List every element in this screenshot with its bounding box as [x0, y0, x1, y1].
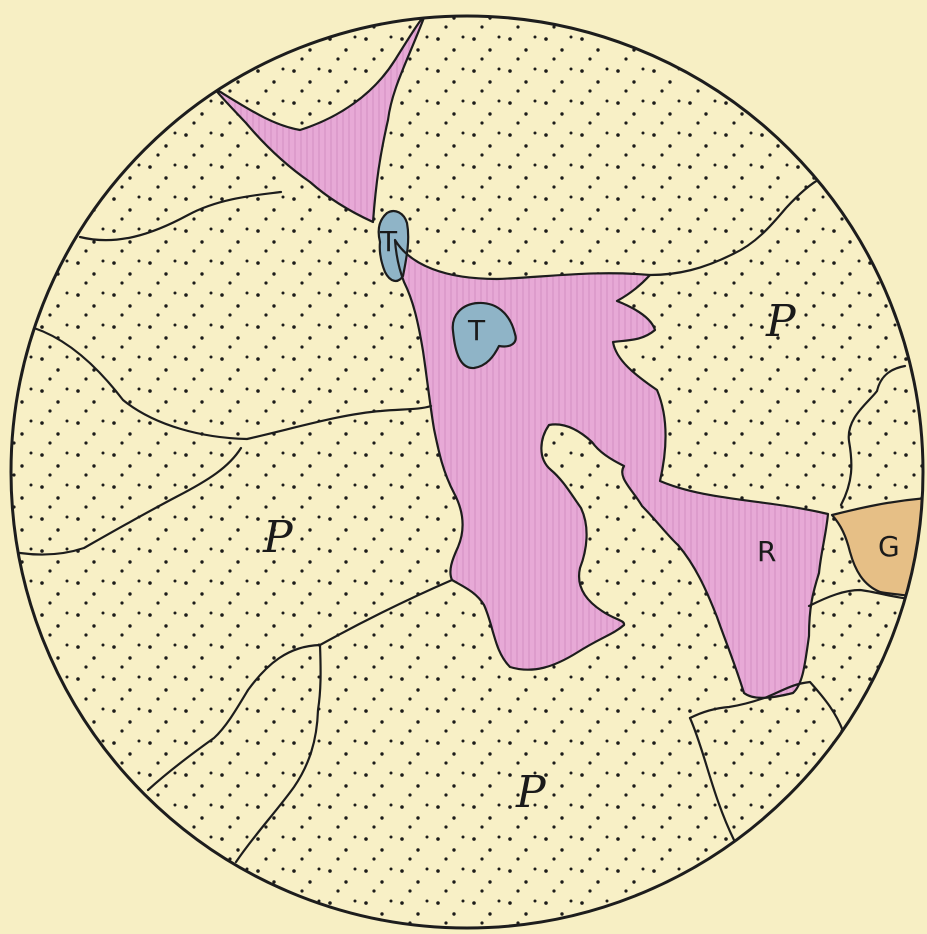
mineral-label-r: R	[757, 535, 776, 568]
mineral-label-t-center: T	[467, 314, 486, 347]
mineral-label-g: G	[878, 530, 900, 563]
mineral-label-t-upper: T	[379, 225, 398, 258]
mineral-label-p-left: P	[262, 512, 294, 563]
mineral-label-p-bottom: P	[515, 767, 547, 818]
mineral-label-p-right: P	[765, 296, 797, 347]
